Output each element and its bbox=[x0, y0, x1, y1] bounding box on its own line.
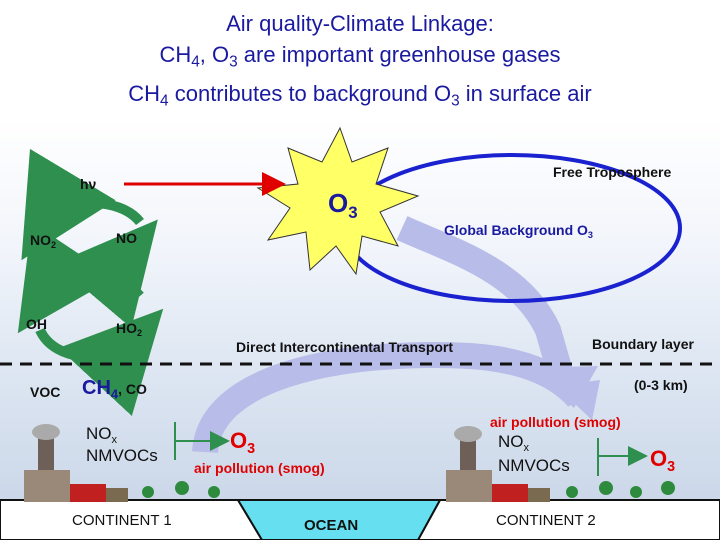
transport-arrowhead bbox=[556, 380, 600, 420]
intercontinental-transport-arrow bbox=[192, 342, 588, 454]
title-text: are important greenhouse gases bbox=[237, 42, 561, 67]
free-troposphere-label: Free Troposphere bbox=[553, 164, 672, 180]
no2-text: NO bbox=[30, 232, 51, 248]
title-subscript: 3 bbox=[229, 53, 238, 71]
continent2-label: CONTINENT 2 bbox=[496, 512, 596, 529]
no2-label: NO2 bbox=[30, 232, 56, 250]
ch4-text: CH bbox=[82, 377, 111, 399]
ho2-text: HO bbox=[116, 320, 137, 336]
ground bbox=[0, 499, 264, 540]
nmvocs-right-label: NMVOCs bbox=[498, 456, 570, 475]
o3-left-text: O bbox=[230, 428, 248, 453]
nox-left-subscript: x bbox=[111, 433, 118, 446]
global-background-label: Global Background O3 bbox=[444, 222, 593, 240]
o3-left-subscript: 3 bbox=[247, 441, 256, 457]
title-subscript: 4 bbox=[160, 92, 169, 110]
o3-left-label: O3 bbox=[230, 428, 255, 457]
nox-left-text: NO bbox=[86, 424, 112, 443]
title-text: contributes to background O bbox=[168, 80, 452, 106]
cycle-arrow-top bbox=[21, 148, 144, 261]
voc-label: VOC bbox=[30, 384, 61, 400]
oh-label: OH bbox=[26, 316, 47, 332]
nox-left-label: NOx bbox=[86, 424, 117, 446]
title-line-3: CH4 contributes to background O3 in surf… bbox=[0, 78, 720, 117]
factory-right bbox=[446, 426, 550, 502]
factory-left bbox=[24, 424, 128, 502]
nox-right-text: NO bbox=[498, 432, 524, 451]
ozone-label: O3 bbox=[328, 188, 358, 223]
ozone-sun-burst bbox=[256, 126, 420, 276]
boundary-layer-label: Boundary layer bbox=[592, 336, 694, 352]
hv-label: hν bbox=[80, 176, 97, 192]
global-background-text: Global Background O bbox=[444, 222, 588, 238]
ocean-basin bbox=[236, 499, 442, 540]
title-subscript: 4 bbox=[191, 53, 200, 71]
nmvocs-left-label: NMVOCs bbox=[86, 446, 158, 465]
slide-title: Air quality-Climate Linkage: CH4, O3 are… bbox=[0, 8, 720, 116]
downward-transport-arrow bbox=[396, 216, 573, 376]
ozone-subscript: 3 bbox=[348, 202, 358, 222]
no2-subscript: 2 bbox=[51, 240, 57, 251]
ch4-co-label: CH4, CO bbox=[82, 377, 147, 402]
title-subscript: 3 bbox=[451, 92, 460, 110]
direct-transport-label: Direct Intercontinental Transport bbox=[236, 339, 454, 355]
trees-left bbox=[142, 481, 220, 498]
global-background-subscript: 3 bbox=[587, 230, 593, 241]
title-text: CH bbox=[128, 80, 161, 106]
ozone-symbol: O bbox=[328, 188, 349, 218]
co-text: , CO bbox=[118, 381, 147, 397]
title-line-1: Air quality-Climate Linkage: bbox=[226, 11, 494, 36]
cycle-arrow-oh bbox=[17, 222, 144, 334]
ch4-subscript: 4 bbox=[110, 386, 119, 402]
boundary-height-label: (0-3 km) bbox=[634, 377, 688, 393]
title-line-2: CH4, O3 are important greenhouse gases bbox=[0, 39, 720, 78]
cycle-arrow-ho2 bbox=[35, 308, 164, 416]
ocean-label: OCEAN bbox=[304, 517, 359, 534]
nox-right-subscript: x bbox=[523, 441, 530, 454]
continent1-label: CONTINENT 1 bbox=[72, 512, 172, 529]
nox-right-label: NOx bbox=[498, 432, 529, 454]
air-pollution-right-label: air pollution (smog) bbox=[490, 414, 621, 430]
title-text: in surface air bbox=[459, 80, 592, 106]
ho2-label: HO2 bbox=[116, 320, 142, 338]
no-label: NO bbox=[116, 230, 137, 246]
trees-right bbox=[566, 481, 675, 498]
air-pollution-left-label: air pollution (smog) bbox=[194, 460, 325, 476]
ho2-subscript: 2 bbox=[137, 328, 143, 339]
o3-right-label: O3 bbox=[650, 446, 675, 475]
title-text: , O bbox=[199, 42, 230, 67]
o3-right-text: O bbox=[650, 446, 668, 471]
title-text: CH bbox=[159, 42, 192, 67]
o3-right-subscript: 3 bbox=[667, 459, 676, 475]
